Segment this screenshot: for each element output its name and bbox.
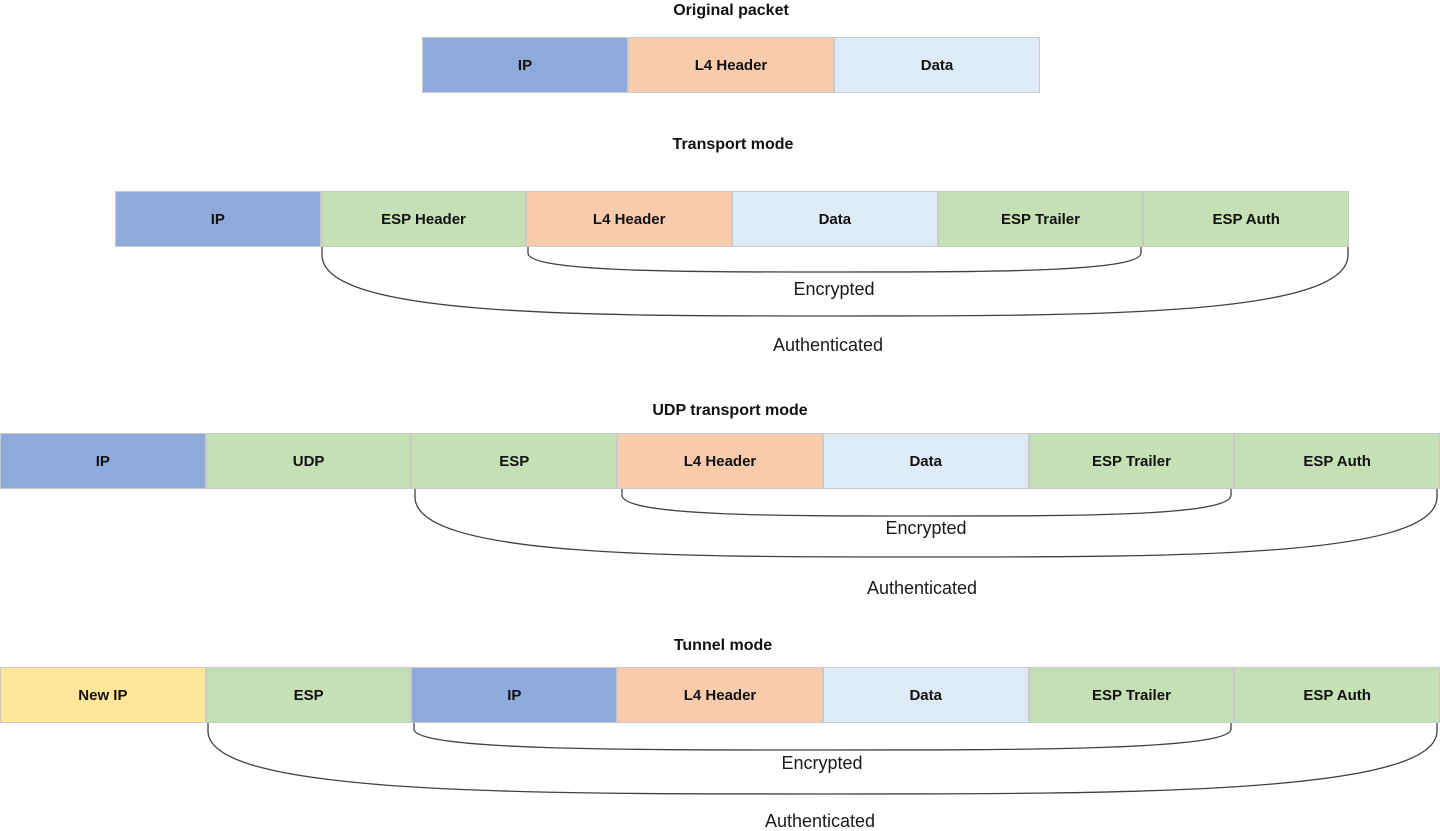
section-title-original-packet: Original packet (673, 2, 789, 19)
field-box-ip: IP (422, 37, 628, 93)
bracket-label-authenticated: Authenticated (866, 578, 978, 598)
field-box-esp: ESP (411, 433, 618, 489)
udp-transport-encrypted-bracket (621, 489, 1232, 517)
bracket-label-encrypted: Encrypted (781, 753, 863, 773)
section-title-transport-mode: Transport mode (672, 136, 794, 153)
field-box-data: Data (822, 433, 1029, 489)
field-box-l4-header: L4 Header (628, 37, 834, 93)
bracket-label-authenticated: Authenticated (764, 811, 876, 831)
field-box-ip: IP (0, 433, 206, 489)
field-box-data: Data (834, 37, 1040, 93)
section-title-udp-transport-mode: UDP transport mode (652, 402, 808, 419)
field-box-l4-header: L4 Header (526, 191, 733, 247)
packet-row-transport: IP ESP Header L4 Header Data ESP Trailer… (115, 191, 1350, 247)
field-box-esp: ESP (205, 667, 412, 723)
field-box-esp-trailer: ESP Trailer (1028, 433, 1235, 489)
section-title-tunnel-mode: Tunnel mode (673, 637, 773, 654)
tunnel-encrypted-bracket (413, 723, 1232, 751)
field-box-udp: UDP (205, 433, 412, 489)
bracket-label-encrypted: Encrypted (793, 279, 875, 299)
packet-row-original: IP L4 Header Data (422, 37, 1040, 93)
field-box-esp-header: ESP Header (320, 191, 527, 247)
field-box-esp-auth: ESP Auth (1234, 667, 1440, 723)
field-box-esp-trailer: ESP Trailer (937, 191, 1144, 247)
field-box-esp-auth: ESP Auth (1143, 191, 1350, 247)
bracket-label-authenticated: Authenticated (772, 335, 884, 355)
field-box-esp-auth: ESP Auth (1234, 433, 1440, 489)
field-box-l4-header: L4 Header (617, 667, 823, 723)
field-box-esp-trailer: ESP Trailer (1028, 667, 1235, 723)
packet-row-tunnel: New IP ESP IP L4 Header Data ESP Trailer… (0, 667, 1440, 723)
packet-row-udp-transport: IP UDP ESP L4 Header Data ESP Trailer ES… (0, 433, 1440, 489)
field-box-new-ip: New IP (0, 667, 206, 723)
field-box-data: Data (822, 667, 1029, 723)
field-box-data: Data (732, 191, 938, 247)
bracket-label-encrypted: Encrypted (885, 518, 967, 538)
field-box-ip: IP (411, 667, 618, 723)
field-box-ip: IP (115, 191, 321, 247)
field-box-l4-header: L4 Header (617, 433, 823, 489)
transport-encrypted-bracket (527, 247, 1142, 273)
